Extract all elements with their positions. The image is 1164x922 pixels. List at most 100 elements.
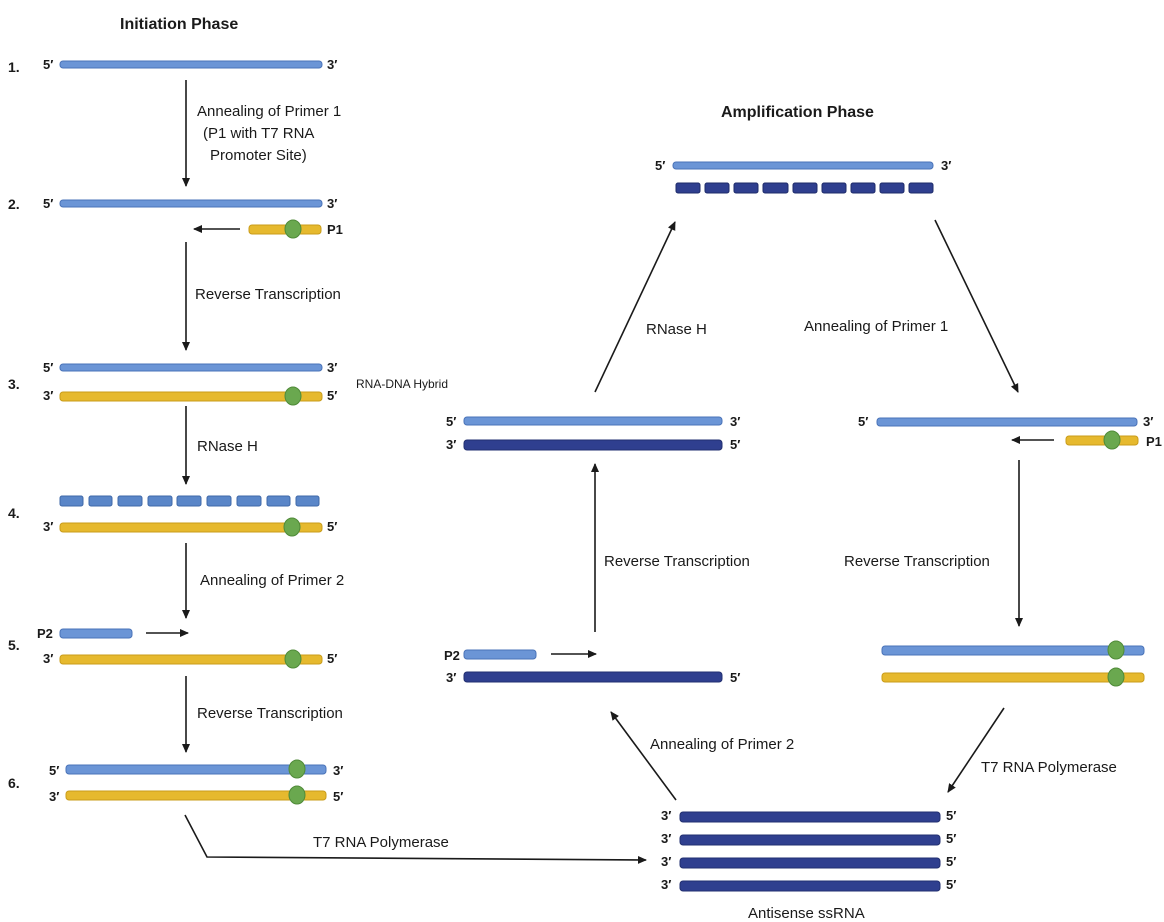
amp-reverse-transcription-left-label: Reverse Transcription xyxy=(604,553,750,570)
t7-promoter-marker xyxy=(288,759,306,779)
three-prime-label: 3′ xyxy=(661,877,671,892)
antisense-fragment xyxy=(821,182,847,194)
t7-promoter-marker xyxy=(1103,430,1121,450)
t7-promoter-marker xyxy=(288,785,306,805)
arrow-up-left xyxy=(610,711,677,801)
t7-promoter-marker xyxy=(1107,667,1125,687)
antisense-fragment xyxy=(908,182,934,194)
five-prime-label: 5′ xyxy=(333,789,343,804)
annealing-primer1-label-line2: (P1 with T7 RNA xyxy=(203,125,314,142)
t7-promoter-marker xyxy=(284,649,302,669)
five-prime-label: 5′ xyxy=(43,196,53,211)
three-prime-label: 3′ xyxy=(661,808,671,823)
step-number-5: 5. xyxy=(8,637,20,653)
rna-fragment xyxy=(266,495,291,507)
three-prime-label: 3′ xyxy=(730,414,740,429)
step-number-4: 4. xyxy=(8,505,20,521)
amp-annealing-primer2-label: Annealing of Primer 2 xyxy=(650,736,794,753)
antisense-fragment xyxy=(733,182,759,194)
three-prime-label: 3′ xyxy=(43,651,53,666)
step-number-6: 6. xyxy=(8,775,20,791)
three-prime-label: 3′ xyxy=(327,57,337,72)
amp-reverse-transcription-right-label: Reverse Transcription xyxy=(844,553,990,570)
five-prime-label: 5′ xyxy=(327,519,337,534)
arrow-down-right xyxy=(934,219,1019,393)
five-prime-label: 5′ xyxy=(858,414,868,429)
antisense-ssrna xyxy=(679,834,941,846)
primer-p2 xyxy=(463,649,537,660)
step-number-2: 2. xyxy=(8,196,20,212)
rna-strand xyxy=(65,764,327,775)
three-prime-label: 3′ xyxy=(446,437,456,452)
rna-strand xyxy=(59,60,323,69)
p1-label: P1 xyxy=(327,222,343,237)
primer-p1 xyxy=(1065,435,1139,446)
rna-fragment xyxy=(206,495,232,507)
antisense-strand xyxy=(463,671,723,683)
annealing-primer1-label-line1: Annealing of Primer 1 xyxy=(197,103,341,120)
three-prime-label: 3′ xyxy=(446,670,456,685)
three-prime-label: 3′ xyxy=(661,831,671,846)
five-prime-label: 5′ xyxy=(43,57,53,72)
step-number-1: 1. xyxy=(8,59,20,75)
cdna-strand xyxy=(59,654,323,665)
rna-fragment xyxy=(117,495,143,507)
t7-promoter-marker xyxy=(284,219,302,239)
five-prime-label: 5′ xyxy=(946,808,956,823)
t7-polymerase-label: T7 RNA Polymerase xyxy=(313,834,449,851)
rnase-h-label: RNase H xyxy=(197,438,258,455)
antisense-ssrna xyxy=(679,811,941,823)
rna-fragment xyxy=(147,495,173,507)
cdna-strand xyxy=(59,522,323,533)
antisense-strand xyxy=(463,439,723,451)
reverse-transcription-label: Reverse Transcription xyxy=(197,705,343,722)
antisense-fragment xyxy=(675,182,701,194)
degraded-rna-fragments xyxy=(59,495,320,507)
antisense-ssrna xyxy=(679,880,941,892)
five-prime-label: 5′ xyxy=(446,414,456,429)
t7-promoter-marker xyxy=(283,517,301,537)
annealing-primer2-label: Annealing of Primer 2 xyxy=(200,572,344,589)
three-prime-label: 3′ xyxy=(43,519,53,534)
three-prime-label: 3′ xyxy=(1143,414,1153,429)
rna-fragment xyxy=(59,495,84,507)
three-prime-label: 3′ xyxy=(43,388,53,403)
rna-fragment xyxy=(295,495,320,507)
step-number-3: 3. xyxy=(8,376,20,392)
five-prime-label: 5′ xyxy=(730,670,740,685)
three-prime-label: 3′ xyxy=(661,854,671,869)
five-prime-label: 5′ xyxy=(730,437,740,452)
five-prime-label: 5′ xyxy=(43,360,53,375)
five-prime-label: 5′ xyxy=(327,388,337,403)
antisense-fragment xyxy=(792,182,818,194)
three-prime-label: 3′ xyxy=(327,196,337,211)
amp-t7-polymerase-label: T7 RNA Polymerase xyxy=(981,759,1117,776)
amp-rnase-h-label: RNase H xyxy=(646,321,707,338)
t7-promoter-marker xyxy=(284,386,302,406)
antisense-ssrna-stack: 3′ 5′ 3′ 5′ 3′ 5′ 3′ 5′ xyxy=(661,808,956,892)
three-prime-label: 3′ xyxy=(327,360,337,375)
rna-strand xyxy=(672,161,934,170)
primer-p2 xyxy=(59,628,133,639)
antisense-ssrna xyxy=(679,857,941,869)
amplification-phase-title: Amplification Phase xyxy=(721,104,874,121)
antisense-fragment xyxy=(879,182,905,194)
five-prime-label: 5′ xyxy=(655,158,665,173)
three-prime-label: 3′ xyxy=(941,158,951,173)
five-prime-label: 5′ xyxy=(946,854,956,869)
t7-promoter-marker xyxy=(1107,640,1125,660)
rna-fragment xyxy=(236,495,262,507)
degraded-antisense-fragments xyxy=(675,182,934,194)
annealing-primer1-label-line3: Promoter Site) xyxy=(210,147,307,164)
rna-fragment xyxy=(88,495,113,507)
rna-strand xyxy=(59,199,323,208)
arrow-down-left xyxy=(947,707,1005,793)
dsdna-antisense-strand xyxy=(881,672,1145,683)
rna-strand xyxy=(463,416,723,426)
five-prime-label: 5′ xyxy=(327,651,337,666)
five-prime-label: 5′ xyxy=(946,877,956,892)
antisense-fragment xyxy=(850,182,876,194)
amp-annealing-primer1-label: Annealing of Primer 1 xyxy=(804,318,948,335)
rna-strand xyxy=(876,417,1138,427)
